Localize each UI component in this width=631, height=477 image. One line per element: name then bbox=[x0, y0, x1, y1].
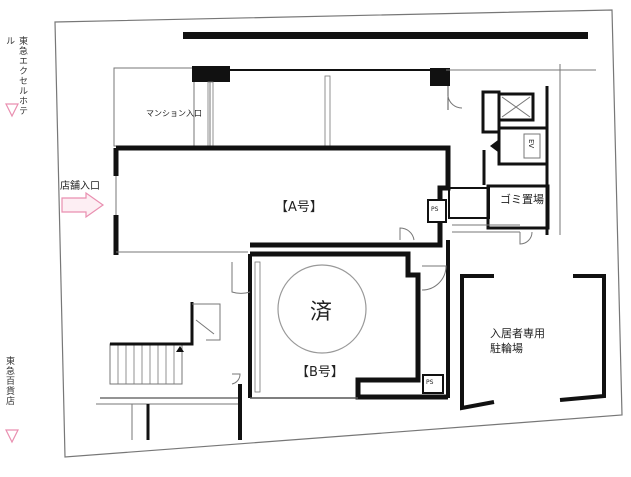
ps-box-top bbox=[427, 199, 447, 223]
ps-label-bottom: PS bbox=[426, 379, 434, 386]
door-arc-east bbox=[421, 265, 447, 291]
bike-parking-label-line1: 入居者専用 bbox=[490, 327, 545, 340]
door-arc-corridor bbox=[399, 227, 415, 241]
neighbor-south-west: 東急百貨店 bbox=[4, 356, 14, 406]
ev-door-box bbox=[523, 133, 541, 159]
bike-parking-wall-left bbox=[460, 274, 495, 411]
shop-entrance-label: 店舗入口 bbox=[60, 181, 100, 192]
garbage-area-label: ゴミ置場 bbox=[500, 193, 544, 206]
stair-landing-2 bbox=[195, 319, 215, 335]
north-wall-bar bbox=[183, 32, 588, 39]
stair-landing bbox=[192, 303, 221, 341]
door-arc-north bbox=[447, 95, 463, 109]
door-arc-unit-b bbox=[231, 262, 251, 294]
stair-wall bbox=[110, 302, 194, 346]
ev-label: EV bbox=[527, 139, 535, 149]
stair-treads bbox=[117, 344, 175, 384]
site-boundary bbox=[54, 9, 623, 458]
ps-label-top: PS bbox=[431, 206, 439, 213]
door-arc-core bbox=[519, 231, 533, 245]
bike-parking-label-line2: 駐輪場 bbox=[490, 342, 523, 355]
unit-b-west-glass bbox=[254, 261, 261, 393]
neighbor-north-west: 東急エクセルホテル bbox=[4, 36, 27, 116]
contracted-seal-circle bbox=[277, 264, 367, 354]
south-west-arrow-icon bbox=[5, 429, 19, 444]
unit-a-wall bbox=[116, 145, 451, 248]
entrance-column-left bbox=[192, 66, 230, 82]
ps-box-bottom bbox=[422, 374, 444, 394]
unit-b-label: 【B号】 bbox=[296, 365, 344, 380]
stair-arrow-icon bbox=[176, 346, 184, 352]
bike-parking-wall-right bbox=[559, 274, 606, 402]
entrance-column-right bbox=[430, 68, 450, 86]
contracted-mark: 済 bbox=[310, 300, 333, 325]
ev-shaft-top bbox=[497, 92, 535, 122]
north-west-arrow-icon bbox=[5, 103, 19, 118]
door-arc-south bbox=[231, 373, 241, 385]
garbage-door bbox=[448, 187, 490, 219]
mansion-entrance-label: マンション入口 bbox=[146, 109, 202, 118]
shop-entrance-arrow-icon bbox=[61, 191, 105, 219]
ev-arrow-icon bbox=[490, 140, 498, 152]
unit-a-label: 【A号】 bbox=[275, 200, 323, 215]
unit-b-wall bbox=[250, 251, 448, 400]
ev-cross-2 bbox=[501, 96, 531, 118]
